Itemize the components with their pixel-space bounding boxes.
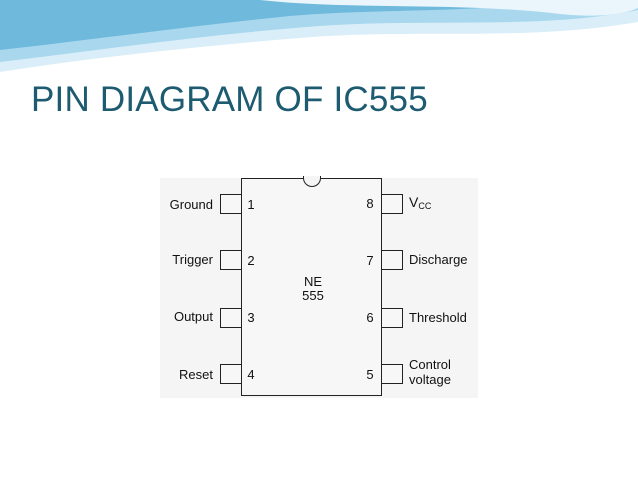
pin-2-label: Trigger bbox=[172, 252, 213, 267]
pin-5-number: 5 bbox=[366, 367, 374, 382]
pin-5-label-line2: voltage bbox=[409, 372, 451, 387]
pin-1-number: 1 bbox=[247, 197, 255, 212]
pin-5-lead bbox=[382, 364, 403, 384]
pin-diagram: 1 Ground 2 Trigger 3 Output 4 Reset NE 5… bbox=[160, 176, 478, 398]
pin-1-label: Ground bbox=[169, 197, 213, 212]
pin-7-label: Discharge bbox=[409, 252, 468, 267]
pin-1-lead bbox=[220, 194, 241, 214]
pin-8-number: 8 bbox=[366, 196, 374, 211]
wave-front bbox=[0, 0, 560, 50]
pin-3-lead bbox=[220, 308, 241, 328]
pin-8-lead bbox=[382, 194, 403, 214]
pin-6-label: Threshold bbox=[409, 310, 467, 325]
pin-2-lead bbox=[220, 250, 241, 270]
pin-7-lead bbox=[382, 250, 403, 270]
pin-8-label-sub: CC bbox=[418, 201, 432, 211]
pin-3-label: Output bbox=[173, 309, 213, 324]
pin-3-number: 3 bbox=[247, 310, 255, 325]
pin-8-label: VCC bbox=[409, 195, 431, 213]
slide-title: PIN DIAGRAM OF IC555 bbox=[31, 80, 428, 119]
pin-4-lead bbox=[220, 364, 241, 384]
pin-7-number: 7 bbox=[366, 253, 374, 268]
wave-highlight bbox=[260, 0, 638, 16]
pin-2-number: 2 bbox=[247, 253, 255, 268]
pin-5-label: Control voltage bbox=[409, 358, 451, 387]
chip-name-line1: NE bbox=[303, 274, 323, 289]
pin-8-label-main: V bbox=[409, 194, 419, 210]
pin-4-number: 4 bbox=[247, 367, 255, 382]
pin-5-label-line1: Control bbox=[409, 357, 451, 372]
pin-6-number: 6 bbox=[366, 310, 374, 325]
chip-name: NE 555 bbox=[278, 275, 348, 303]
ic-body bbox=[241, 178, 382, 396]
pin-4-label: Reset bbox=[179, 367, 213, 382]
header-wave-decoration bbox=[0, 0, 638, 72]
pin-6-lead bbox=[382, 308, 403, 328]
chip-name-line2: 555 bbox=[302, 288, 324, 303]
